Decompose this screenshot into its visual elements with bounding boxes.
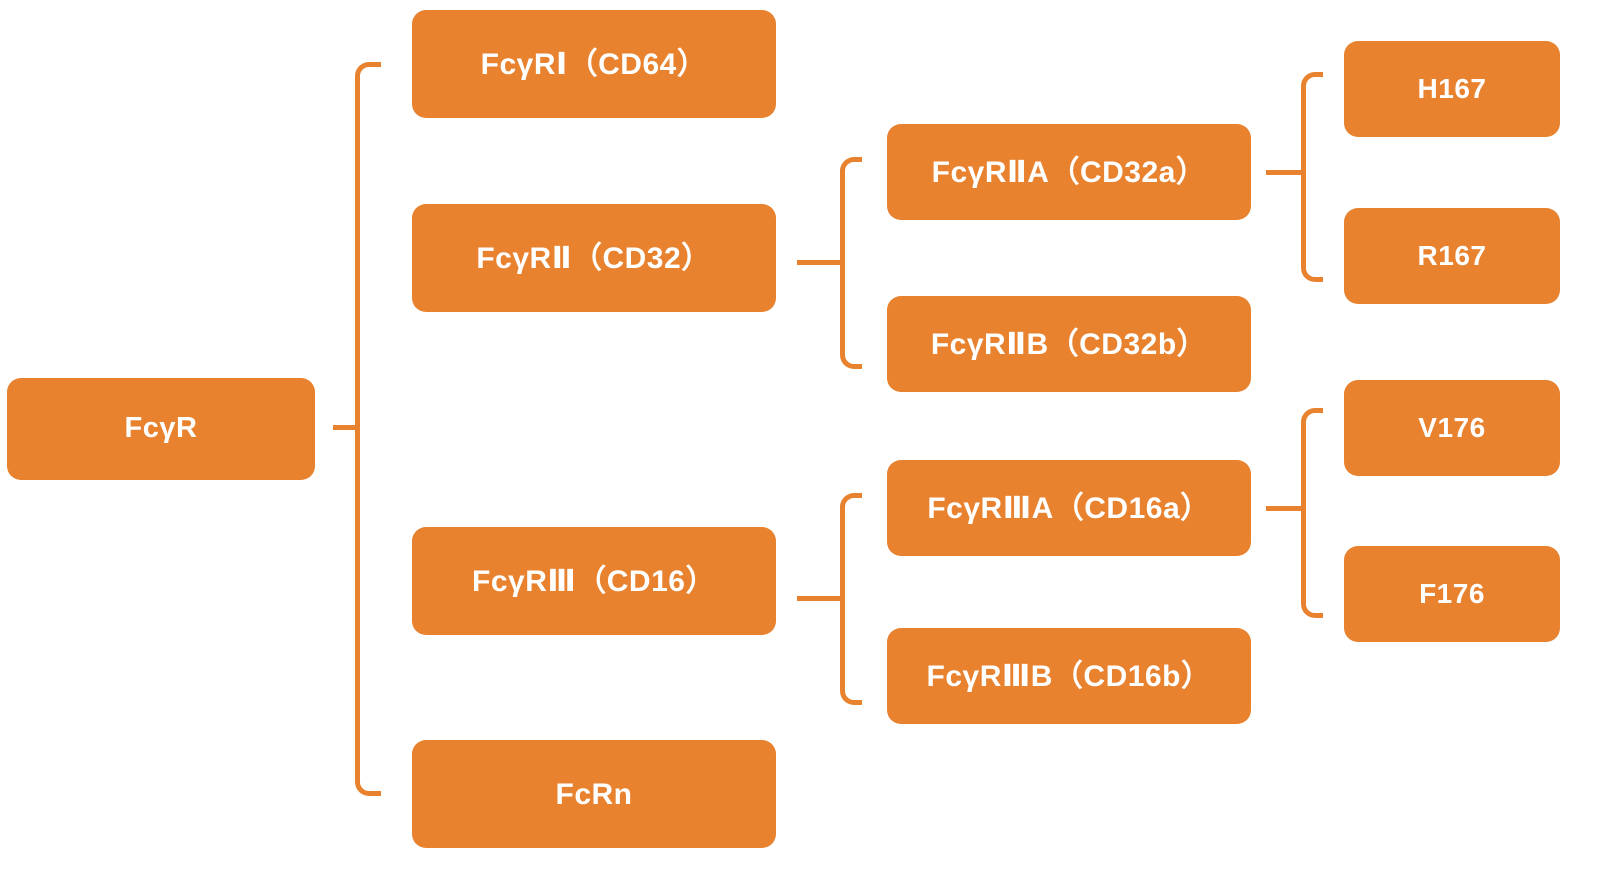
node-fcgr2b-cd32b[interactable]: FcγRⅡB（CD32b） (887, 296, 1251, 392)
node-variant-f176[interactable]: F176 (1344, 546, 1560, 642)
node-variant-h167[interactable]: H167 (1344, 41, 1560, 137)
node-fcgr-root[interactable]: FcγR (7, 378, 315, 480)
fcgr2a-to-variants-bracket (1301, 72, 1323, 282)
node-fcgr3-cd16[interactable]: FcγRⅢ（CD16） (412, 527, 776, 635)
fcgr2a-to-variants-stem (1266, 170, 1306, 175)
root-to-level2-stem (333, 425, 359, 430)
node-variant-r167[interactable]: R167 (1344, 208, 1560, 304)
node-fcgr2-cd32[interactable]: FcγRⅡ（CD32） (412, 204, 776, 312)
node-fcgr3b-cd16b[interactable]: FcγRⅢB（CD16b） (887, 628, 1251, 724)
node-fcrn[interactable]: FcRn (412, 740, 776, 848)
fcgr3a-to-variants-stem (1266, 506, 1306, 511)
node-fcgr1-cd64[interactable]: FcγRⅠ（CD64） (412, 10, 776, 118)
fcgr3a-to-variants-bracket (1301, 408, 1323, 618)
fcgr2-to-subtypes-stem (797, 260, 845, 265)
node-fcgr3a-cd16a[interactable]: FcγRⅢA（CD16a） (887, 460, 1251, 556)
node-variant-v176[interactable]: V176 (1344, 380, 1560, 476)
node-fcgr2a-cd32a[interactable]: FcγRⅡA（CD32a） (887, 124, 1251, 220)
fcgr3-to-subtypes-stem (797, 596, 845, 601)
